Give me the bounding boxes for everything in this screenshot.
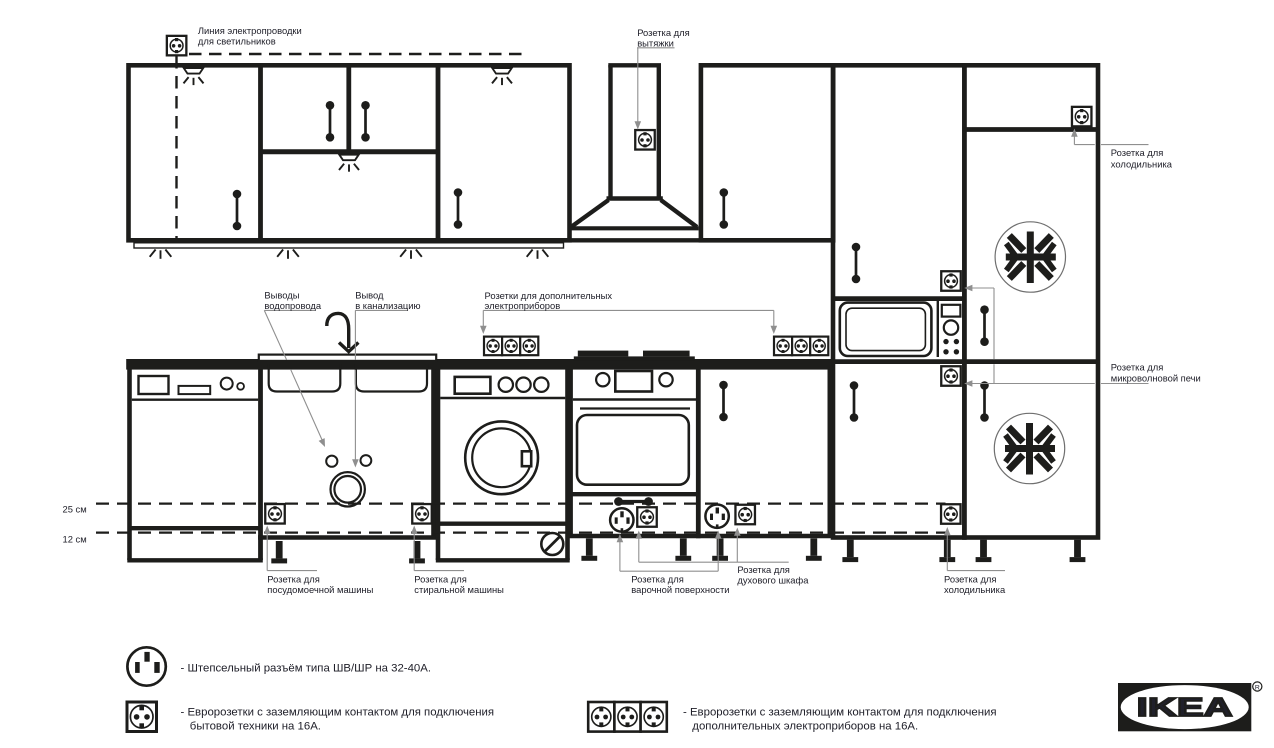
svg-text:водопровода: водопровода [264,300,321,311]
svg-text:электроприборов: электроприборов [485,300,561,311]
svg-text:12 см: 12 см [63,534,87,545]
svg-text:Линия электропроводки: Линия электропроводки [198,25,302,36]
svg-text:Розетка для: Розетка для [631,574,683,585]
svg-text:Розетка для: Розетка для [737,564,789,575]
svg-text:Розетка для: Розетка для [414,574,466,585]
svg-text:Розетка для: Розетка для [267,574,319,585]
svg-text:Вывод: Вывод [355,290,384,301]
svg-text:для светильников: для светильников [198,35,276,46]
svg-text:- Штепсельный разъём типа ШВ/Ш: - Штепсельный разъём типа ШВ/ШР на 32-40… [181,663,432,675]
svg-text:- Евророзетки с заземляющим ко: - Евророзетки с заземляющим контактом дл… [181,707,495,719]
svg-text:в канализацию: в канализацию [355,300,420,311]
svg-text:Розетка для: Розетка для [1111,147,1163,158]
svg-text:дополнительных электроприборов: дополнительных электроприборов на 16А. [692,720,918,732]
svg-text:холодильника: холодильника [1111,159,1173,170]
svg-text:- Евророзетки с заземляющим ко: - Евророзетки с заземляющим контактом дл… [683,707,997,719]
svg-text:25 см: 25 см [63,504,87,515]
svg-text:микроволновой печи: микроволновой печи [1111,373,1201,384]
svg-text:духового шкафа: духового шкафа [737,575,809,586]
svg-text:Розетка для: Розетка для [944,574,996,585]
svg-text:Розетки для дополнительных: Розетки для дополнительных [485,290,613,301]
svg-text:варочной поверхности: варочной поверхности [631,584,729,595]
svg-text:Розетка для: Розетка для [1111,362,1163,373]
svg-text:вытяжки: вытяжки [637,37,674,48]
svg-text:стиральной машины: стиральной машины [414,584,504,595]
svg-text:IKEA: IKEA [1137,692,1233,722]
svg-text:R: R [1255,685,1260,692]
svg-text:посудомоечной машины: посудомоечной машины [267,584,373,595]
svg-text:Выводы: Выводы [264,290,299,301]
svg-text:Розетка для: Розетка для [637,27,689,38]
svg-text:холодильника: холодильника [944,584,1006,595]
svg-text:бытовой техники на 16А.: бытовой техники на 16А. [190,720,321,732]
